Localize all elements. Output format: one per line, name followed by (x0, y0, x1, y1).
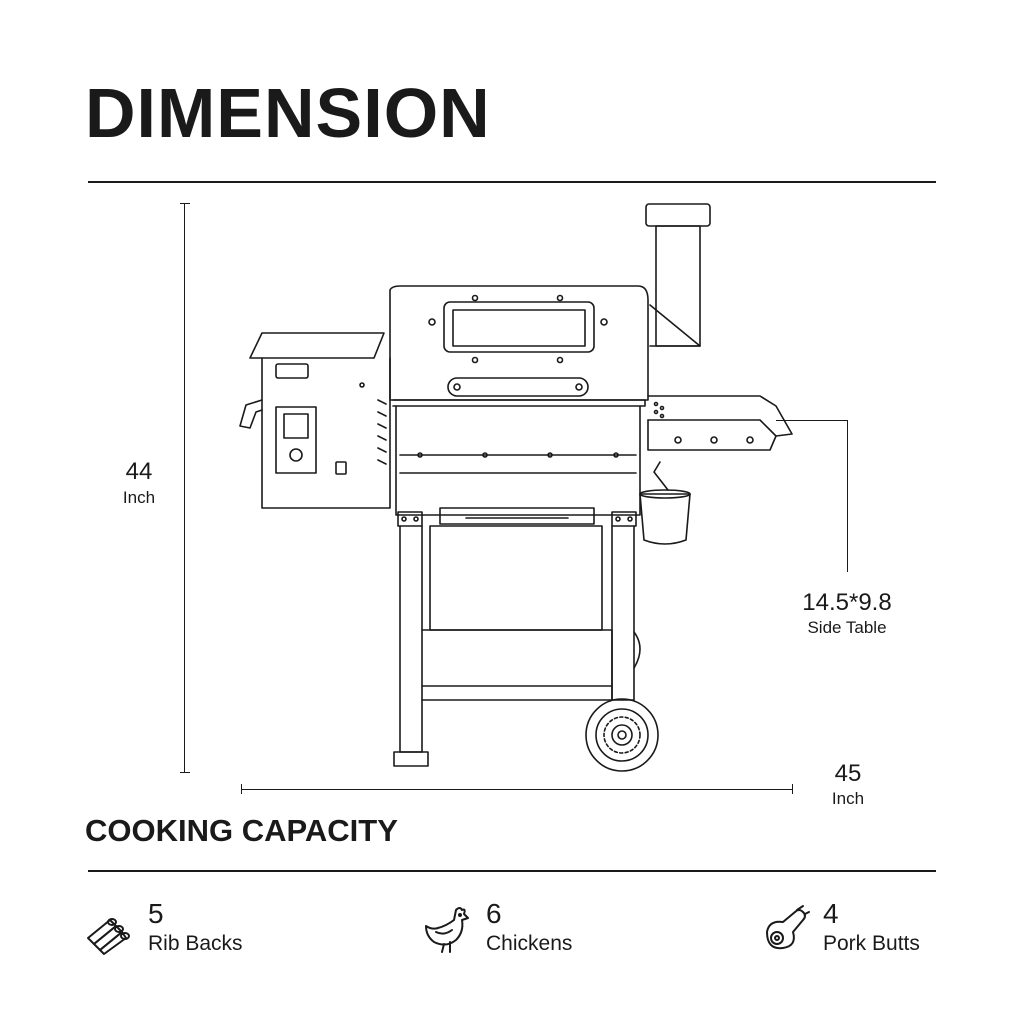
height-value: 44 (125, 458, 153, 485)
capacity-ribs: 5 Rib Backs (82, 896, 302, 966)
capacity-ribs-value: 5 (148, 898, 164, 929)
width-dimension-cap-right (792, 784, 794, 794)
side-table-leader-horizontal (776, 420, 848, 422)
side-table-leader-vertical (847, 420, 849, 572)
chicken-icon (425, 907, 469, 953)
capacity-chickens: 6 Chickens (420, 896, 640, 966)
capacity-pork-butts-label: Pork Butts (823, 932, 920, 955)
capacity-pork-butts-value: 4 (823, 898, 839, 929)
cooking-capacity-heading: COOKING CAPACITY (85, 813, 398, 848)
side-table-value: 14.5*9.8 (802, 589, 892, 616)
capacity-pork-butts: 4 Pork Butts (757, 896, 977, 966)
width-value: 45 (834, 760, 862, 787)
width-dimension-cap-left (241, 784, 243, 794)
height-dimension-cap-top (180, 203, 190, 205)
pork-butt-icon (766, 905, 810, 950)
pellet-grill-illustration (239, 203, 793, 772)
height-dimension-line (184, 203, 186, 773)
width-dimension-line (241, 789, 793, 791)
height-dimension-cap-bottom (180, 772, 190, 774)
capacity-ribs-label: Rib Backs (148, 932, 243, 955)
capacity-chickens-value: 6 (486, 898, 502, 929)
height-unit: Inch (122, 488, 156, 507)
page-title: DIMENSION (85, 74, 491, 152)
capacity-divider (88, 870, 936, 872)
ribs-icon (87, 918, 130, 955)
title-divider (88, 181, 936, 183)
side-table-label: Side Table (807, 618, 887, 637)
capacity-chickens-label: Chickens (486, 932, 573, 955)
width-unit: Inch (831, 789, 865, 808)
